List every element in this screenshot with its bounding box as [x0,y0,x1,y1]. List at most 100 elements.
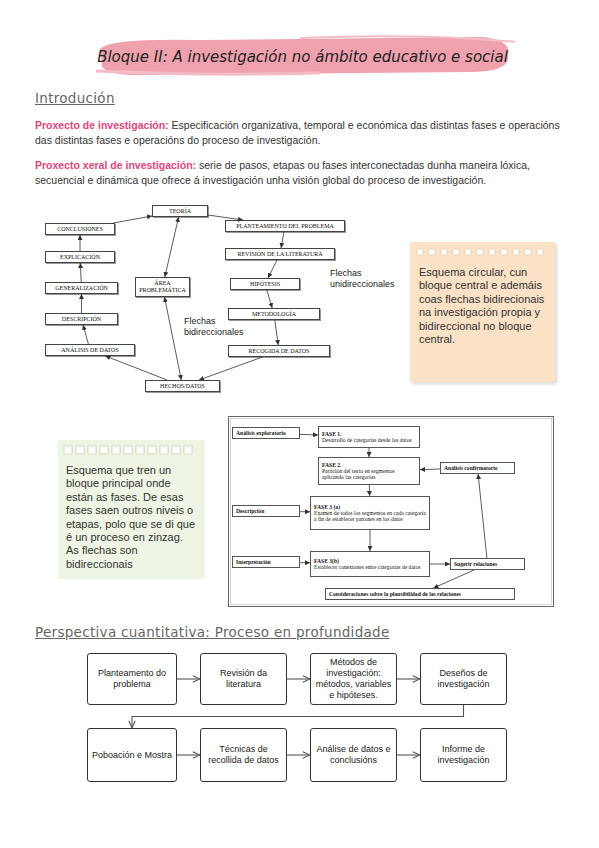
connector-arrow [369,448,370,457]
connector-arrow [300,434,318,436]
brush-streak [300,36,515,42]
connector-arrow [165,297,182,380]
note-squares [64,446,192,454]
stage-box: TEORÍA [152,205,208,217]
connector-arrow [165,217,179,277]
figure-frame-inner [231,419,552,605]
connector-arrow [420,469,440,471]
phase-box: Análisis confirmatorio [440,462,515,474]
node-text: EXPLICACIÓN [48,254,112,261]
annotation: Flechas unidireccionales [330,268,405,290]
node-text: TEORÍA [155,208,205,215]
connector-arrow [370,530,371,551]
sticky-note: Esquema circular, cun bloque central e a… [410,242,555,382]
flow-arrow [397,678,420,679]
node-text: Técnicas de recollida de datos [204,744,283,766]
stage-box: RECOGIDA DE DATOS [228,345,330,357]
flow-arrow [397,754,420,755]
phase-box: Descripción [232,505,300,517]
connector-arrow [113,216,152,223]
connector-arrow [80,263,82,282]
node-text: Poboación e Mostra [92,750,172,761]
node-text: Análisis exploratorio [236,430,296,436]
term-keyword: Proxecto xeral de investigación: [35,159,196,171]
phase-box: FASE 2.Partición del texto en segmentos … [318,457,420,485]
process-box: Poboación e Mostra [87,728,177,782]
flow-arrow [177,678,200,679]
connector-arrow [267,290,272,308]
term-keyword: Proxecto de investigación: [35,119,169,131]
node-text: Métodos de investigación: métodos, varia… [314,657,393,700]
stage-box: HECHOS/DATOS [145,380,220,392]
node-text: GENERALIZACIÓN [48,285,115,292]
node-body: Establecer conexiones entre categorías d… [314,564,426,570]
flow-arrow [287,678,310,679]
connector-arrow [199,357,263,380]
connector-arrow [275,320,278,345]
connector-arrow [281,232,284,248]
process-box: Deseños de investigación [420,653,507,705]
flow-arrow [132,705,464,728]
node-text: METODOLOGÍA [231,311,317,318]
process-box: Planteamento do problema [87,653,177,705]
node-text: FASE 2. [322,462,416,468]
connector-arrow [369,485,370,496]
phase-box: FASE 3(b)Establecer conexiones entre cat… [310,551,430,577]
phase-box: Sugerir relaciones [450,558,525,570]
node-text: Interpretación [236,559,296,565]
phase-box: Interpretación [232,556,300,568]
node-text: Informe de investigación [424,744,503,766]
phase-box: FASE 3 (a)Examen de todos los segmentos … [310,496,430,530]
node-text: ÁREA PROBLEMÁTICA [138,280,187,294]
node-text: Esquema que tren un bloque principal ond… [66,464,197,571]
connector-arrow [478,474,487,558]
node-text: FASE 3(b) [314,558,426,564]
phase-box: Consideraciones sobre la plausibilidad d… [325,588,515,600]
node-text: PLANTEAMIENTO DEL PROBLEMA [228,223,342,230]
stage-box: PLANTEAMIENTO DEL PROBLEMA [225,220,345,232]
process-box: Métodos de investigación: métodos, varia… [310,653,397,705]
page-title: Bloque II: A investigación no ámbito edu… [95,40,510,74]
section-heading: Perspectiva cuantitativa: Proceso en pro… [35,624,455,640]
node-text: Deseños de investigación [424,668,503,690]
stage-box: DESCRIPCIÓN [45,313,118,325]
connector-arrow [268,260,277,278]
node-text: REVISIÓN DE LA LITERATURA [228,251,332,258]
node-text: DESCRIPCIÓN [48,316,115,323]
section-heading: Introdución [35,90,285,106]
node-text: HIPÓTESIS [233,281,297,288]
node-text: Sugerir relaciones [454,561,521,567]
connector-arrow [208,215,243,220]
phase-box: FASE 1.Desarrollo de categorías desde lo… [318,426,420,448]
process-box: Informe de investigación [420,728,507,782]
process-box: Análise de datos e conclusións [310,728,397,782]
node-text: Revisión da literatura [204,668,283,690]
phase-box: Análisis exploratorio [232,427,300,439]
figure-frame [229,417,554,607]
stage-box: ÁREA PROBLEMÁTICA [135,277,190,297]
note-holes [417,249,544,256]
node-text: Análise de datos e conclusións [314,744,393,766]
connector-arrow [434,570,475,588]
stage-box: METODOLOGÍA [228,308,320,320]
flow-arrow [287,754,310,755]
node-text: CONCLUSIONES [48,226,112,233]
connector-arrow [81,294,82,313]
flow-arrow [177,754,200,755]
process-box: Revisión da literatura [200,653,287,705]
sticky-note: Esquema que tren un bloque principal ond… [58,440,205,579]
brush-streak [96,71,320,74]
node-text: Análisis confirmatorio [444,465,511,471]
node-text: ANÁLISIS DE DATOS [48,347,132,354]
node-text: RECOGIDA DE DATOS [231,348,327,355]
stage-box: CONCLUSIONES [45,223,115,235]
connector-arrow [83,325,88,344]
node-text: Planteamento do problema [91,668,173,690]
stage-box: GENERALIZACIÓN [45,282,118,294]
definition-paragraph: Proxecto de investigación: Especificació… [35,118,570,148]
stage-box: ANÁLISIS DE DATOS [45,344,135,356]
connector-arrow [300,511,310,512]
definition-paragraph: Proxecto xeral de investigación: serie d… [35,158,570,188]
connector-arrow [80,235,81,251]
node-text: Esquema circular, cun bloque central e a… [419,266,546,346]
